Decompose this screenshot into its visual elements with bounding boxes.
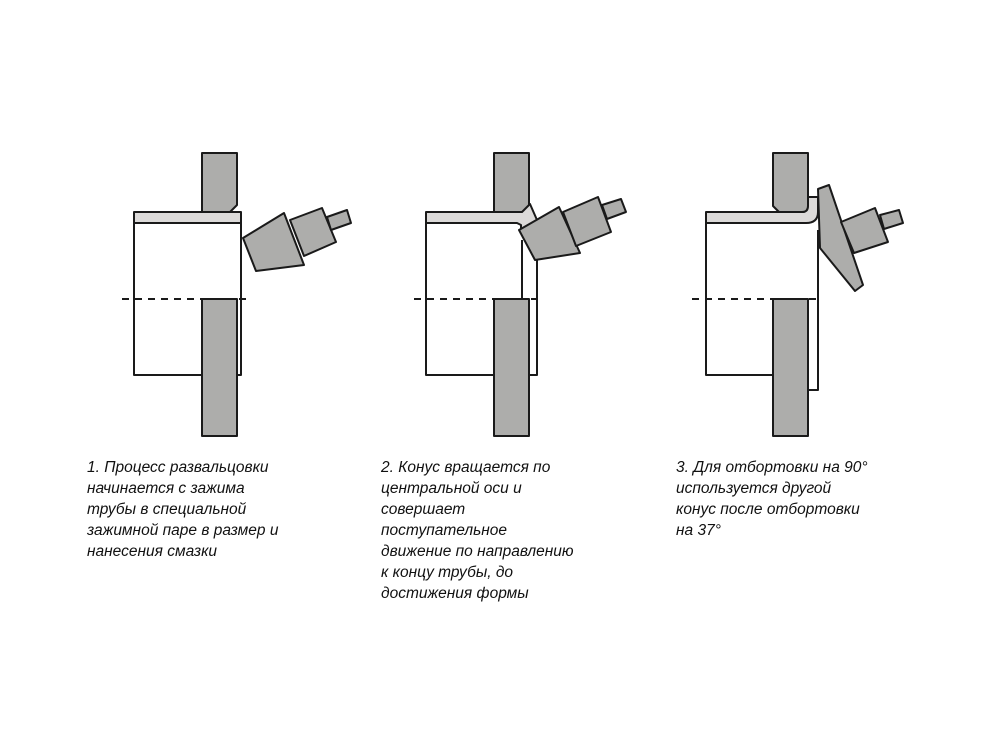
step-1-drawing	[122, 152, 352, 437]
step-2-drawing	[414, 152, 627, 437]
cone-spindle	[601, 198, 627, 220]
cone-spindle	[879, 209, 904, 230]
flanging-cone	[817, 184, 864, 292]
cone-spindle	[326, 209, 352, 231]
flaring-cone	[242, 212, 305, 272]
flaring-cone	[518, 206, 581, 261]
tube-wall	[133, 211, 242, 224]
cone-shaft	[840, 207, 889, 254]
upper-clamp	[493, 152, 530, 213]
tube-body	[133, 223, 242, 376]
step-1-caption: 1. Процесс развальцовки начинается с заж…	[87, 459, 279, 560]
step-2-caption: 2. Конус вращается по центральной оси и …	[381, 459, 574, 602]
cone-shaft	[562, 196, 612, 247]
step-3-drawing	[692, 152, 904, 437]
lower-clamp	[201, 298, 238, 437]
tube-body	[705, 223, 819, 391]
step-3-caption: 3. Для отбортовки на 90° используется др…	[676, 459, 868, 539]
upper-clamp	[201, 152, 238, 213]
lower-clamp	[493, 298, 530, 437]
upper-clamp	[772, 152, 809, 213]
lower-clamp	[772, 298, 809, 437]
cone-shaft	[289, 207, 337, 257]
